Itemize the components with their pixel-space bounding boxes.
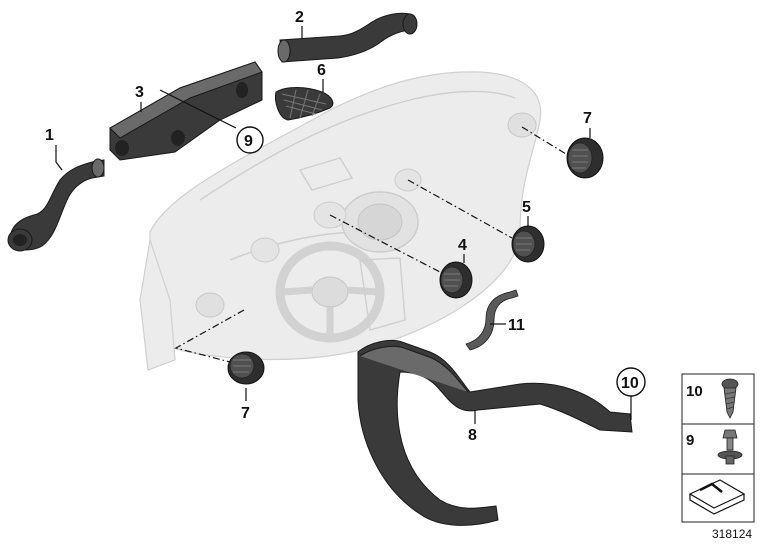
legend-row-screw xyxy=(681,373,755,425)
bolt-icon xyxy=(717,429,743,465)
legend-number-9: 9 xyxy=(686,432,694,449)
part-4-centre-vent-left xyxy=(439,261,473,299)
callout-7-top: 7 xyxy=(583,110,592,127)
callout-7-bottom: 7 xyxy=(241,405,250,422)
part-7-vent-top-right xyxy=(566,137,604,179)
screw-icon xyxy=(721,378,739,419)
callout-10-circled: 10 xyxy=(621,375,639,392)
callout-9-circle xyxy=(236,126,264,154)
callout-9-circled: 9 xyxy=(244,133,253,150)
part-11-hose xyxy=(465,289,519,351)
callout-3: 3 xyxy=(135,84,144,101)
part-8-floor-duct xyxy=(357,339,633,526)
callout-5: 5 xyxy=(522,199,531,216)
callout-6: 6 xyxy=(317,62,326,79)
callout-1: 1 xyxy=(45,127,54,144)
callout-2: 2 xyxy=(295,9,304,26)
part-2-air-duct xyxy=(277,12,418,63)
part-7-vent-bottom-left xyxy=(227,351,265,385)
generic-part-symbol-icon xyxy=(688,479,746,515)
part-5-centre-vent-right xyxy=(511,225,545,263)
legend-row-bolt xyxy=(681,423,755,475)
callout-11: 11 xyxy=(508,317,525,334)
steering-wheel xyxy=(275,241,385,343)
part-6-vent-grille xyxy=(275,87,334,121)
callout-4: 4 xyxy=(458,237,467,254)
part-3-air-duct-block xyxy=(109,61,263,161)
hardware-legend: 10 9 xyxy=(681,373,755,523)
legend-number-10: 10 xyxy=(686,383,703,400)
callout-8: 8 xyxy=(468,427,477,444)
diagram-reference-number: 318124 xyxy=(712,527,752,541)
part-1-air-duct xyxy=(7,158,105,252)
